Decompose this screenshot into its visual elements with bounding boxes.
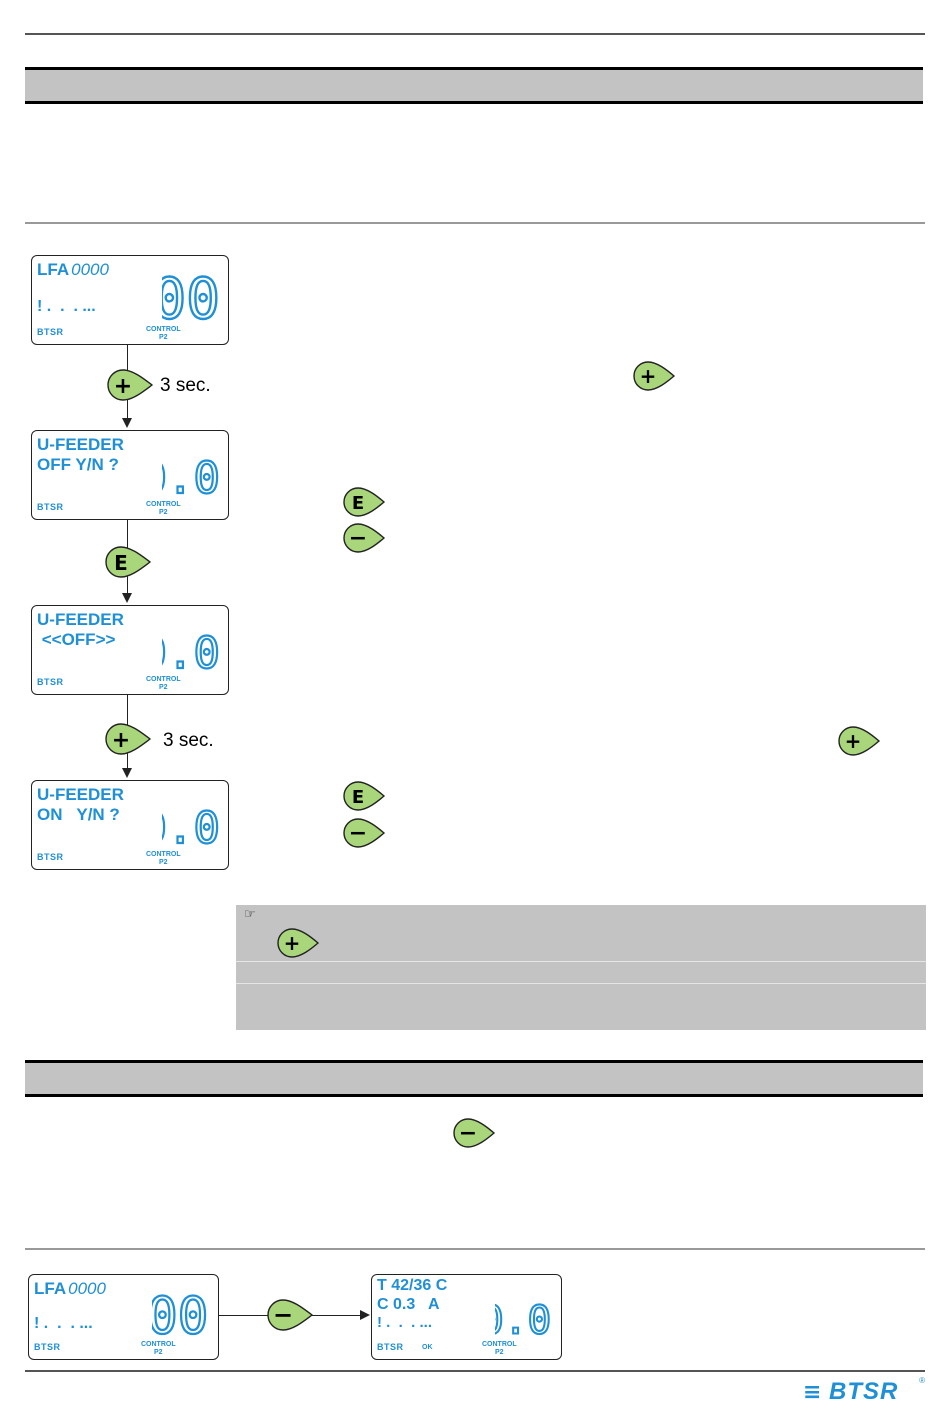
lcd-line1: U-FEEDER bbox=[37, 785, 124, 804]
minus-key-icon: − bbox=[453, 1118, 496, 1148]
pointing-hand-icon: ☞ bbox=[244, 907, 256, 922]
btsr-brand-logo: ≡ BTSR ® bbox=[803, 1376, 925, 1406]
minus-key-icon: − bbox=[343, 523, 386, 553]
ok-indicator: OK bbox=[422, 1344, 433, 1351]
svg-text:−: − bbox=[459, 1121, 477, 1146]
lcd-line3: ! . . . ... bbox=[377, 1314, 433, 1331]
lcd-line2: OFF Y/N ? bbox=[37, 455, 119, 474]
svg-text:−: − bbox=[273, 1301, 293, 1329]
lcd-line1: U-FEEDER bbox=[37, 435, 124, 454]
svg-text:00.0: 00.0 bbox=[162, 453, 220, 501]
lcd-line2: ON Y/N ? bbox=[37, 805, 120, 824]
lcd-line1: T 42/36 C bbox=[377, 1277, 448, 1294]
svg-text:00.0: 00.0 bbox=[162, 628, 220, 676]
svg-text:00.0: 00.0 bbox=[495, 1297, 551, 1341]
footer-rule bbox=[25, 1370, 925, 1372]
note-box: ☞ + bbox=[236, 905, 926, 1030]
svg-text:−: − bbox=[349, 526, 367, 551]
svg-text:E: E bbox=[352, 787, 364, 808]
svg-text:+: + bbox=[284, 931, 301, 955]
plus-key-icon: + bbox=[838, 726, 881, 756]
flow-arrow bbox=[360, 1310, 370, 1320]
lcd-line2: C 0.3 A bbox=[377, 1296, 440, 1313]
svg-text:00.0: 00.0 bbox=[162, 803, 220, 851]
lcd-big-digits: 00.0 bbox=[162, 802, 221, 851]
svg-text:+: + bbox=[640, 364, 657, 388]
lcd-line3: ! . . . ... bbox=[34, 1315, 93, 1332]
section-divider-1 bbox=[25, 222, 925, 224]
note-divider bbox=[236, 961, 926, 962]
minus-key-icon: − bbox=[343, 818, 386, 848]
flow-arrow bbox=[122, 593, 132, 603]
svg-text:E: E bbox=[352, 493, 364, 514]
section-header-band-1 bbox=[25, 67, 923, 104]
svg-text:+: + bbox=[112, 728, 130, 753]
flow-arrow bbox=[122, 768, 132, 778]
hold-duration-label: 3 sec. bbox=[160, 375, 211, 396]
btsr-logo: BTSR bbox=[377, 1342, 404, 1352]
btsr-logo: BTSR bbox=[37, 327, 64, 337]
btsr-logo: BTSR bbox=[34, 1342, 61, 1352]
brand-emblem-icon: ≡ bbox=[803, 1380, 822, 1405]
note-divider bbox=[236, 983, 926, 984]
brand-name: BTSR bbox=[829, 1378, 899, 1405]
lcd-line3: ! . . . ... bbox=[37, 298, 96, 315]
btsr-logo: BTSR bbox=[37, 677, 64, 687]
lcd-big-digits: 00.0 bbox=[162, 452, 221, 501]
btsr-logo: BTSR bbox=[37, 852, 64, 862]
svg-text:+: + bbox=[845, 729, 862, 753]
top-rule bbox=[25, 33, 925, 35]
hold-duration-label: 3 sec. bbox=[163, 730, 214, 751]
enter-key-icon: E bbox=[343, 781, 386, 811]
svg-text:000: 000 bbox=[162, 267, 220, 326]
plus-key-icon: + bbox=[277, 928, 320, 958]
btsr-logo: BTSR bbox=[37, 502, 64, 512]
svg-text:+: + bbox=[114, 374, 132, 399]
lcd-big-digits: 000 bbox=[162, 266, 221, 326]
lcd-line1: U-FEEDER bbox=[37, 610, 124, 629]
svg-text:−: − bbox=[349, 821, 367, 846]
lcd-line2: <<OFF>> bbox=[37, 630, 116, 649]
lcd-big-digits: 00.0 bbox=[162, 627, 221, 676]
svg-text:000: 000 bbox=[152, 1286, 208, 1341]
minus-key-icon: − bbox=[267, 1299, 314, 1331]
lcd-big-digits: 00.0 bbox=[495, 1296, 552, 1341]
plus-key-icon: + bbox=[105, 723, 152, 755]
lcd-display-6: T 42/36 C C 0.3 A ! . . . ... 00.0 BTSR … bbox=[371, 1274, 562, 1360]
registered-mark: ® bbox=[919, 1376, 925, 1385]
section-divider-2 bbox=[25, 1248, 925, 1250]
section-header-band-2 bbox=[25, 1060, 923, 1097]
plus-key-icon: + bbox=[633, 361, 676, 391]
plus-key-icon: + bbox=[107, 369, 154, 401]
svg-text:E: E bbox=[114, 551, 128, 575]
lcd-big-digits: 000 bbox=[152, 1285, 209, 1341]
enter-key-icon: E bbox=[343, 487, 386, 517]
flow-arrow bbox=[122, 418, 132, 428]
enter-key-icon: E bbox=[105, 546, 152, 578]
